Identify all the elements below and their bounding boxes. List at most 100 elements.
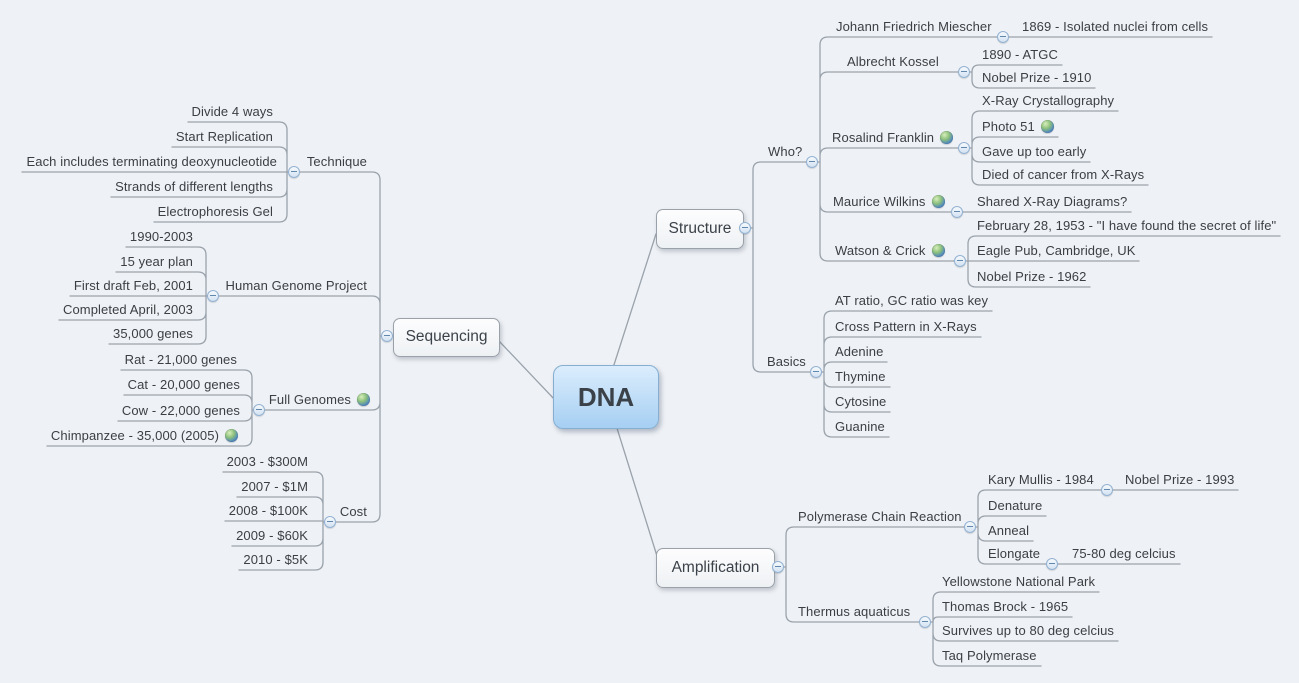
topic-johann[interactable]: Johann Friedrich Miescher	[836, 18, 992, 36]
topic-denature[interactable]: Denature	[988, 497, 1042, 515]
topic-dna[interactable]: DNA	[553, 365, 659, 429]
globe-hyperlink-icon[interactable]	[1040, 120, 1054, 133]
topic-adenine[interactable]: Adenine	[835, 343, 883, 361]
collapse-minus-icon[interactable]	[806, 156, 818, 168]
topic-label: Guanine	[835, 419, 885, 434]
collapse-minus-icon[interactable]	[958, 142, 970, 154]
topic-sequencing[interactable]: Sequencing	[393, 317, 500, 357]
topic-nobel-1962[interactable]: Nobel Prize - 1962	[977, 268, 1086, 286]
topic-xray-cryst[interactable]: X-Ray Crystallography	[982, 92, 1114, 110]
topic-elongate[interactable]: Elongate	[988, 545, 1040, 563]
topic-albrecht[interactable]: Albrecht Kossel	[847, 53, 939, 71]
topic-elongate-temp[interactable]: 75-80 deg celcius	[1072, 545, 1176, 563]
topic-35000-genes[interactable]: 35,000 genes	[113, 325, 193, 343]
collapse-minus-icon[interactable]	[951, 206, 963, 218]
topic-label: Denature	[988, 498, 1043, 513]
collapse-minus-icon[interactable]	[1101, 484, 1113, 496]
topic-cost-2003[interactable]: 2003 - $300M	[227, 453, 308, 471]
globe-hyperlink-icon[interactable]	[357, 393, 370, 406]
globe-hyperlink-icon[interactable]	[940, 131, 954, 144]
minus-glyph	[1000, 36, 1006, 37]
collapse-minus-icon[interactable]	[207, 290, 219, 302]
topic-cost[interactable]: Cost	[340, 503, 367, 521]
topic-chimpanzee[interactable]: Chimpanzee - 35,000 (2005)	[51, 427, 238, 445]
minus-glyph	[742, 227, 748, 228]
topic-anneal[interactable]: Anneal	[988, 522, 1029, 540]
collapse-minus-icon[interactable]	[964, 521, 976, 533]
topic-watson-crick[interactable]: Watson & Crick	[835, 242, 945, 260]
topic-rosalind[interactable]: Rosalind Franklin	[832, 129, 954, 147]
topic-electrophoresis-gel[interactable]: Electrophoresis Gel	[158, 203, 273, 221]
topic-shared-xray[interactable]: Shared X-Ray Diagrams?	[977, 193, 1127, 211]
globe-hyperlink-icon[interactable]	[225, 429, 238, 442]
topic-structure[interactable]: Structure	[656, 209, 744, 249]
topic-label: Strands of different lengths	[115, 179, 273, 194]
topic-at-gc-ratio[interactable]: AT ratio, GC ratio was key	[835, 292, 988, 310]
collapse-minus-icon[interactable]	[997, 31, 1009, 43]
globe-hyperlink-icon[interactable]	[931, 244, 945, 257]
topic-thomas-brock[interactable]: Thomas Brock - 1965	[942, 598, 1068, 616]
topic-start-replication[interactable]: Start Replication	[176, 128, 273, 146]
topic-hgp[interactable]: Human Genome Project	[226, 277, 367, 295]
topic-miescher-1869[interactable]: 1869 - Isolated nuclei from cells	[1022, 18, 1208, 36]
collapse-minus-icon[interactable]	[958, 66, 970, 78]
topic-label: Gave up too early	[982, 144, 1087, 159]
topic-pcr[interactable]: Polymerase Chain Reaction	[798, 508, 962, 526]
topic-gave-up[interactable]: Gave up too early	[982, 143, 1086, 161]
topic-technique[interactable]: Technique	[307, 153, 367, 171]
topic-cost-2007[interactable]: 2007 - $1M	[241, 478, 308, 496]
collapse-minus-icon[interactable]	[739, 222, 751, 234]
topic-photo-51[interactable]: Photo 51	[982, 118, 1054, 136]
topic-taq-polymerase[interactable]: Taq Polymerase	[942, 647, 1037, 665]
collapse-minus-icon[interactable]	[253, 404, 265, 416]
topic-rat[interactable]: Rat - 21,000 genes	[125, 351, 237, 369]
globe-hyperlink-icon[interactable]	[931, 195, 945, 208]
topic-cost-2010[interactable]: 2010 - $5K	[243, 551, 308, 569]
topic-cow[interactable]: Cow - 22,000 genes	[122, 402, 240, 420]
topic-label: 2003 - $300M	[226, 454, 308, 469]
topic-cost-2008[interactable]: 2008 - $100K	[229, 502, 308, 520]
collapse-minus-icon[interactable]	[919, 616, 931, 628]
collapse-minus-icon[interactable]	[288, 166, 300, 178]
topic-basics[interactable]: Basics	[767, 353, 806, 371]
collapse-minus-icon[interactable]	[1046, 558, 1058, 570]
topic-cost-2009[interactable]: 2009 - $60K	[236, 527, 308, 545]
topic-cytosine[interactable]: Cytosine	[835, 393, 886, 411]
topic-terminating-deoxynucleotide[interactable]: Each includes terminating deoxynucleotid…	[26, 153, 277, 171]
topic-hgp-years[interactable]: 1990-2003	[130, 228, 193, 246]
topic-label: Rosalind Franklin	[832, 130, 935, 145]
collapse-minus-icon[interactable]	[772, 561, 784, 573]
topic-first-draft[interactable]: First draft Feb, 2001	[74, 277, 193, 295]
topic-full-genomes[interactable]: Full Genomes	[269, 391, 370, 409]
topic-nobel-1993[interactable]: Nobel Prize - 1993	[1125, 471, 1234, 489]
topic-amplification[interactable]: Amplification	[656, 548, 775, 588]
topic-yellowstone[interactable]: Yellowstone National Park	[942, 573, 1095, 591]
collapse-minus-icon[interactable]	[381, 330, 393, 342]
topic-thermus[interactable]: Thermus aquaticus	[798, 603, 910, 621]
topic-label: 1890 - ATGC	[982, 47, 1059, 62]
collapse-minus-icon[interactable]	[810, 366, 822, 378]
topic-thymine[interactable]: Thymine	[835, 368, 886, 386]
topic-label: Divide 4 ways	[191, 104, 273, 119]
topic-feb-1953[interactable]: February 28, 1953 - "I have found the se…	[977, 217, 1276, 235]
topic-cross-pattern[interactable]: Cross Pattern in X-Rays	[835, 318, 977, 336]
topic-strands-lengths[interactable]: Strands of different lengths	[115, 178, 273, 196]
topic-survives-80[interactable]: Survives up to 80 deg celcius	[942, 622, 1114, 640]
collapse-minus-icon[interactable]	[324, 516, 336, 528]
topic-who[interactable]: Who?	[768, 143, 802, 161]
topic-nobel-1910[interactable]: Nobel Prize - 1910	[982, 69, 1091, 87]
topic-kary-mullis[interactable]: Kary Mullis - 1984	[988, 471, 1094, 489]
topic-eagle-pub[interactable]: Eagle Pub, Cambridge, UK	[977, 242, 1135, 260]
minus-glyph	[210, 295, 216, 296]
topic-maurice[interactable]: Maurice Wilkins	[833, 193, 945, 211]
topic-cat[interactable]: Cat - 20,000 genes	[128, 376, 240, 394]
topic-died-cancer[interactable]: Died of cancer from X-Rays	[982, 166, 1144, 184]
topic-divide-4-ways[interactable]: Divide 4 ways	[192, 103, 274, 121]
topic-15-year-plan[interactable]: 15 year plan	[120, 253, 193, 271]
topic-atgc[interactable]: 1890 - ATGC	[982, 46, 1058, 64]
topic-guanine[interactable]: Guanine	[835, 418, 885, 436]
collapse-minus-icon[interactable]	[954, 255, 966, 267]
topic-label: Watson & Crick	[835, 243, 926, 258]
topic-completed[interactable]: Completed April, 2003	[63, 301, 193, 319]
